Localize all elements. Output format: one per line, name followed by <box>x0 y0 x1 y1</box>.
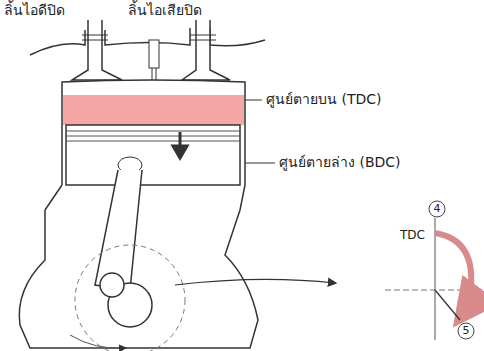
callout-number: 4 <box>430 202 444 216</box>
part-name: ลิ้นไอเสียปิด <box>128 2 202 19</box>
callout-number: 5 <box>459 324 473 338</box>
position-label: TDC <box>400 228 425 242</box>
position-label: ศูนย์ตายล่าง (BDC) <box>279 154 401 171</box>
position-label: ศูนย์ตายบน (TDC) <box>266 91 381 108</box>
part-name: ลิ้นไอดีปิด <box>4 2 65 19</box>
